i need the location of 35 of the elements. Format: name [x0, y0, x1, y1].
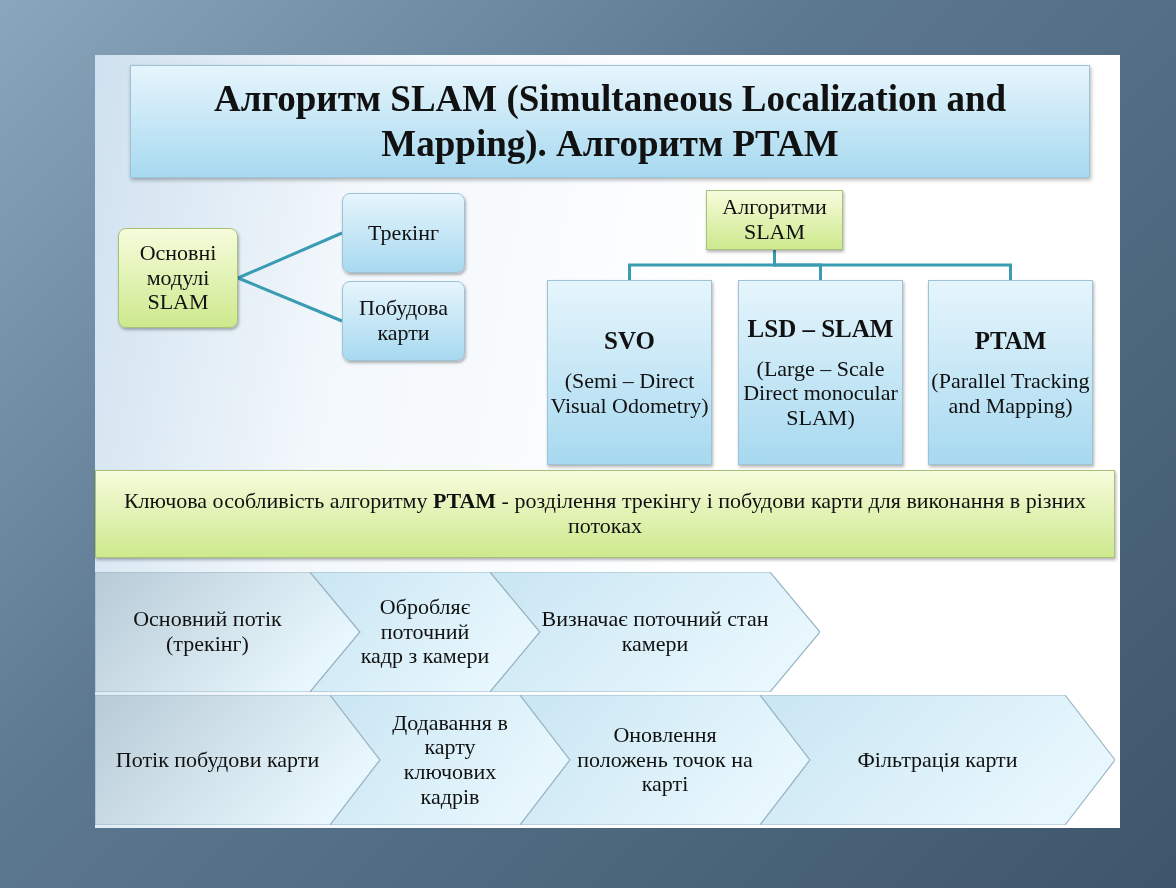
- box-label: Основні модулі SLAM: [138, 241, 218, 315]
- connector-line: [237, 231, 343, 280]
- algorithm-box: [547, 280, 712, 465]
- step-label: Оновлення положень точок на карті: [576, 723, 754, 797]
- connector-line: [773, 250, 1012, 280]
- algorithm-name: PTAM: [974, 326, 1047, 355]
- process-box: [342, 193, 465, 273]
- chevron-step: [760, 695, 1115, 825]
- chevron-step: [330, 695, 570, 825]
- category-box: [95, 470, 1115, 558]
- step-label: Фільтрація карти: [857, 747, 1018, 773]
- algorithm-name: LSD – SLAM: [747, 314, 894, 343]
- process-box: [342, 281, 465, 361]
- category-box: [706, 190, 843, 250]
- title-box: Алгоритм SLAM (Simultaneous Localization and Mapping). Алгоритм PTAM: [130, 65, 1090, 178]
- algorithm-box: [738, 280, 903, 465]
- box-label: Трекінг: [368, 220, 439, 246]
- algorithm-description: (Semi – Direct Visual Odometry): [549, 368, 710, 419]
- step-label: Потік побудови карти: [115, 747, 320, 773]
- chevron-step: [490, 572, 820, 692]
- chevron-step: [520, 695, 810, 825]
- chevron-step: [310, 572, 540, 692]
- connector-line: [237, 276, 343, 323]
- algorithm-name: SVO: [604, 326, 655, 355]
- chevron-step: [95, 695, 380, 825]
- step-label: Визначає поточний стан камери: [540, 607, 770, 657]
- algorithm-box: [928, 280, 1093, 465]
- step-label: Обробляє поточний кадр з камери: [360, 595, 490, 669]
- box-label: Ключова особливість алгоритму PTAM - розділення трекінгу і побудови карти для виконання в різних потоках: [122, 489, 1088, 539]
- module-box: [118, 228, 238, 328]
- box-label: Побудова карти: [358, 296, 449, 346]
- step-label: Додавання в карту ключових кадрів: [391, 710, 509, 810]
- algorithm-description: (Parallel Tracking and Mapping): [930, 368, 1091, 419]
- box-label: Алгоритми SLAM: [721, 195, 828, 245]
- algorithm-description: (Large – Scale Direct monocular SLAM): [742, 356, 899, 431]
